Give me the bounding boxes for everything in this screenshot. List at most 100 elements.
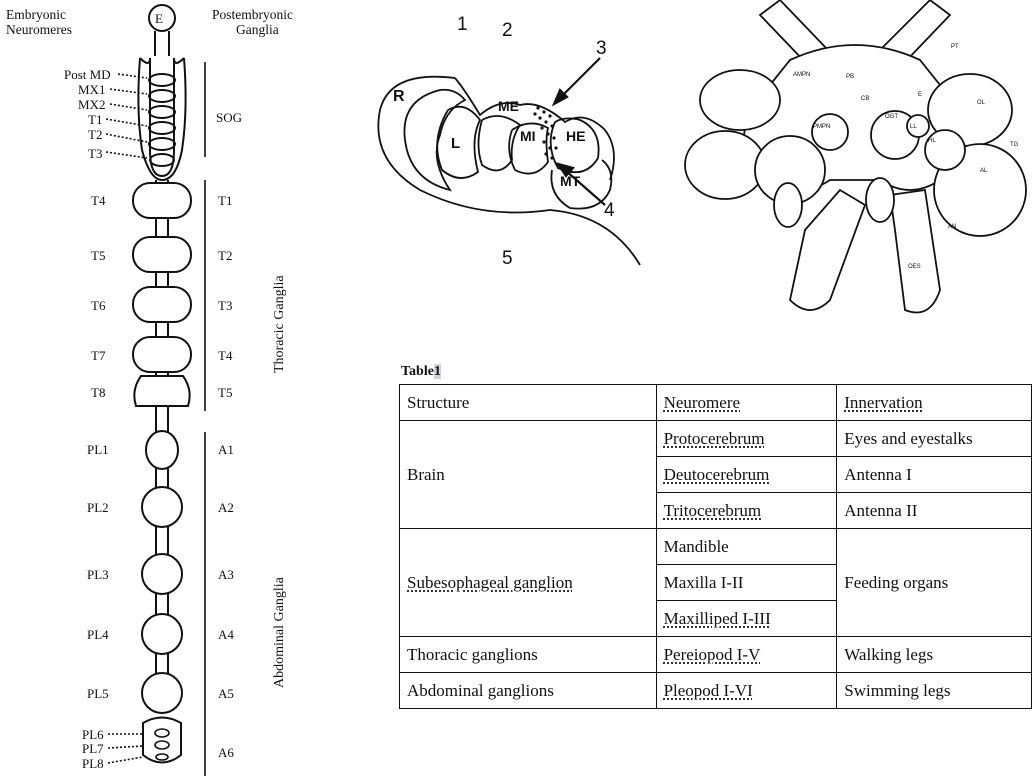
cell-neuromere: Protocerebrum: [656, 421, 837, 457]
medulla-externa-shape: [479, 116, 521, 170]
cell-neuromere: Mandible: [656, 529, 837, 565]
brain-label: OES: [908, 264, 921, 270]
table-row: Thoracic ganglions Pereiopod I-V Walking…: [400, 637, 1032, 673]
label-g-t1: T1: [218, 194, 232, 207]
cell-innervation: Antenna II: [837, 493, 1032, 529]
label-pl5: PL5: [87, 687, 109, 700]
label-me: ME: [498, 98, 519, 114]
label-g-a4: A4: [218, 628, 234, 641]
brain-label: PB: [846, 74, 854, 80]
label-pl8: PL8: [82, 757, 104, 770]
cell-innervation: Antenna I: [837, 457, 1032, 493]
label-pl1: PL1: [87, 443, 109, 456]
ganglion-pl3: [142, 554, 182, 594]
table-caption-number: 1: [434, 364, 441, 379]
cell-neuromere: Maxilla I-II: [656, 565, 837, 601]
brain-label: HL: [928, 138, 936, 144]
header-structure: Structure: [400, 385, 657, 421]
label-mx2: MX2: [78, 98, 105, 111]
label-g-t5: T5: [218, 386, 232, 399]
ganglion-t5: [133, 237, 191, 272]
table-header-row: Structure Neuromere Innervation: [400, 385, 1032, 421]
header-neuromere: Neuromere: [656, 385, 837, 421]
label-t8: T8: [91, 386, 105, 399]
cell-structure: Thoracic ganglions: [400, 637, 657, 673]
neuromere-table: Structure Neuromere Innervation Brain Pr…: [399, 384, 1032, 709]
label-t1: T1: [88, 113, 102, 126]
brain-label: CB: [861, 96, 869, 102]
label-g-a2: A2: [218, 501, 234, 514]
label-he: HE: [566, 128, 585, 144]
label-g-a1: A1: [218, 443, 234, 456]
label-pl6: PL6: [82, 728, 104, 741]
brain-label: TG: [1010, 142, 1019, 148]
label-pl2: PL2: [87, 501, 109, 514]
number-4: 4: [604, 200, 615, 222]
cell-neuromere: Maxilliped I-III: [656, 601, 837, 637]
brain-label: E: [918, 92, 922, 98]
brain-drawing: PT AMPN PB CB LL OL PMPN OGT HL AL AN OE…: [680, 0, 1032, 360]
label-post-md: Post MD: [64, 68, 111, 81]
cell-structure-brain: Brain: [400, 421, 657, 529]
table-row: Subesophageal ganglion Mandible Feeding …: [400, 529, 1032, 565]
ganglion-t4: [133, 183, 191, 218]
ganglion-t8: [134, 376, 189, 406]
label-g-a3: A3: [218, 568, 234, 581]
eyestalk-drawing: [370, 30, 660, 280]
label-g-t4: T4: [218, 349, 232, 362]
ganglion-t6: [133, 287, 191, 322]
label-t6: T6: [91, 299, 105, 312]
cell-innervation: Swimming legs: [837, 673, 1032, 709]
brain-label: AN: [948, 224, 956, 230]
header-innervation: Innervation: [837, 385, 1032, 421]
label-l: L: [451, 135, 460, 152]
number-1: 1: [457, 14, 468, 36]
label-g-t3: T3: [218, 299, 232, 312]
cell-innervation-feeding: Feeding organs: [837, 529, 1032, 637]
brain-label: PMPN: [813, 124, 830, 130]
brain-label: OGT: [885, 114, 898, 120]
label-t2: T2: [88, 128, 102, 141]
cell-innervation: Eyes and eyestalks: [837, 421, 1032, 457]
label-mi: MI: [520, 128, 536, 144]
ganglion-pl2: [142, 487, 182, 527]
cell-neuromere: Pleopod I-VI: [656, 673, 837, 709]
label-pl3: PL3: [87, 568, 109, 581]
brain-label: AMPN: [793, 72, 810, 78]
label-g-t2: T2: [218, 249, 232, 262]
label-t7: T7: [91, 349, 105, 362]
abdominal-ganglia-label: Abdominal Ganglia: [272, 577, 288, 688]
ganglion-pl1: [146, 431, 178, 469]
label-sog: SOG: [216, 111, 242, 124]
cell-neuromere: Deutocerebrum: [656, 457, 837, 493]
label-t4: T4: [91, 194, 105, 207]
label-mx1: MX1: [78, 83, 105, 96]
brain-label: OL: [977, 100, 986, 106]
cell-neuromere: Pereiopod I-V: [656, 637, 837, 673]
label-t5: T5: [91, 249, 105, 262]
label-pl7: PL7: [82, 742, 104, 755]
brain-label: PT: [951, 44, 959, 50]
number-2: 2: [502, 20, 513, 42]
label-t3: T3: [88, 147, 102, 160]
nerve-cord-diagram: [0, 0, 380, 776]
head-label: E: [155, 12, 163, 25]
thoracic-ganglia-label: Thoracic Ganglia: [272, 275, 288, 373]
number-5: 5: [502, 248, 513, 270]
table-row: Brain Protocerebrum Eyes and eyestalks: [400, 421, 1032, 457]
label-g-a5: A5: [218, 687, 234, 700]
label-g-a6: A6: [218, 746, 234, 759]
ganglion-pl5: [142, 673, 182, 713]
cell-neuromere: Tritocerebrum: [656, 493, 837, 529]
table-row: Abdominal ganglions Pleopod I-VI Swimmin…: [400, 673, 1032, 709]
table-caption: Table1: [401, 364, 441, 380]
cell-structure-sog: Subesophageal ganglion: [400, 529, 657, 637]
cell-innervation: Walking legs: [837, 637, 1032, 673]
cell-structure: Abdominal ganglions: [400, 673, 657, 709]
brain-label: LL: [910, 124, 917, 130]
ganglion-pl4: [142, 614, 182, 654]
label-r: R: [393, 88, 405, 106]
ganglion-t7: [133, 337, 191, 372]
label-mt: MT: [560, 173, 580, 189]
brain-label: AL: [980, 168, 988, 174]
